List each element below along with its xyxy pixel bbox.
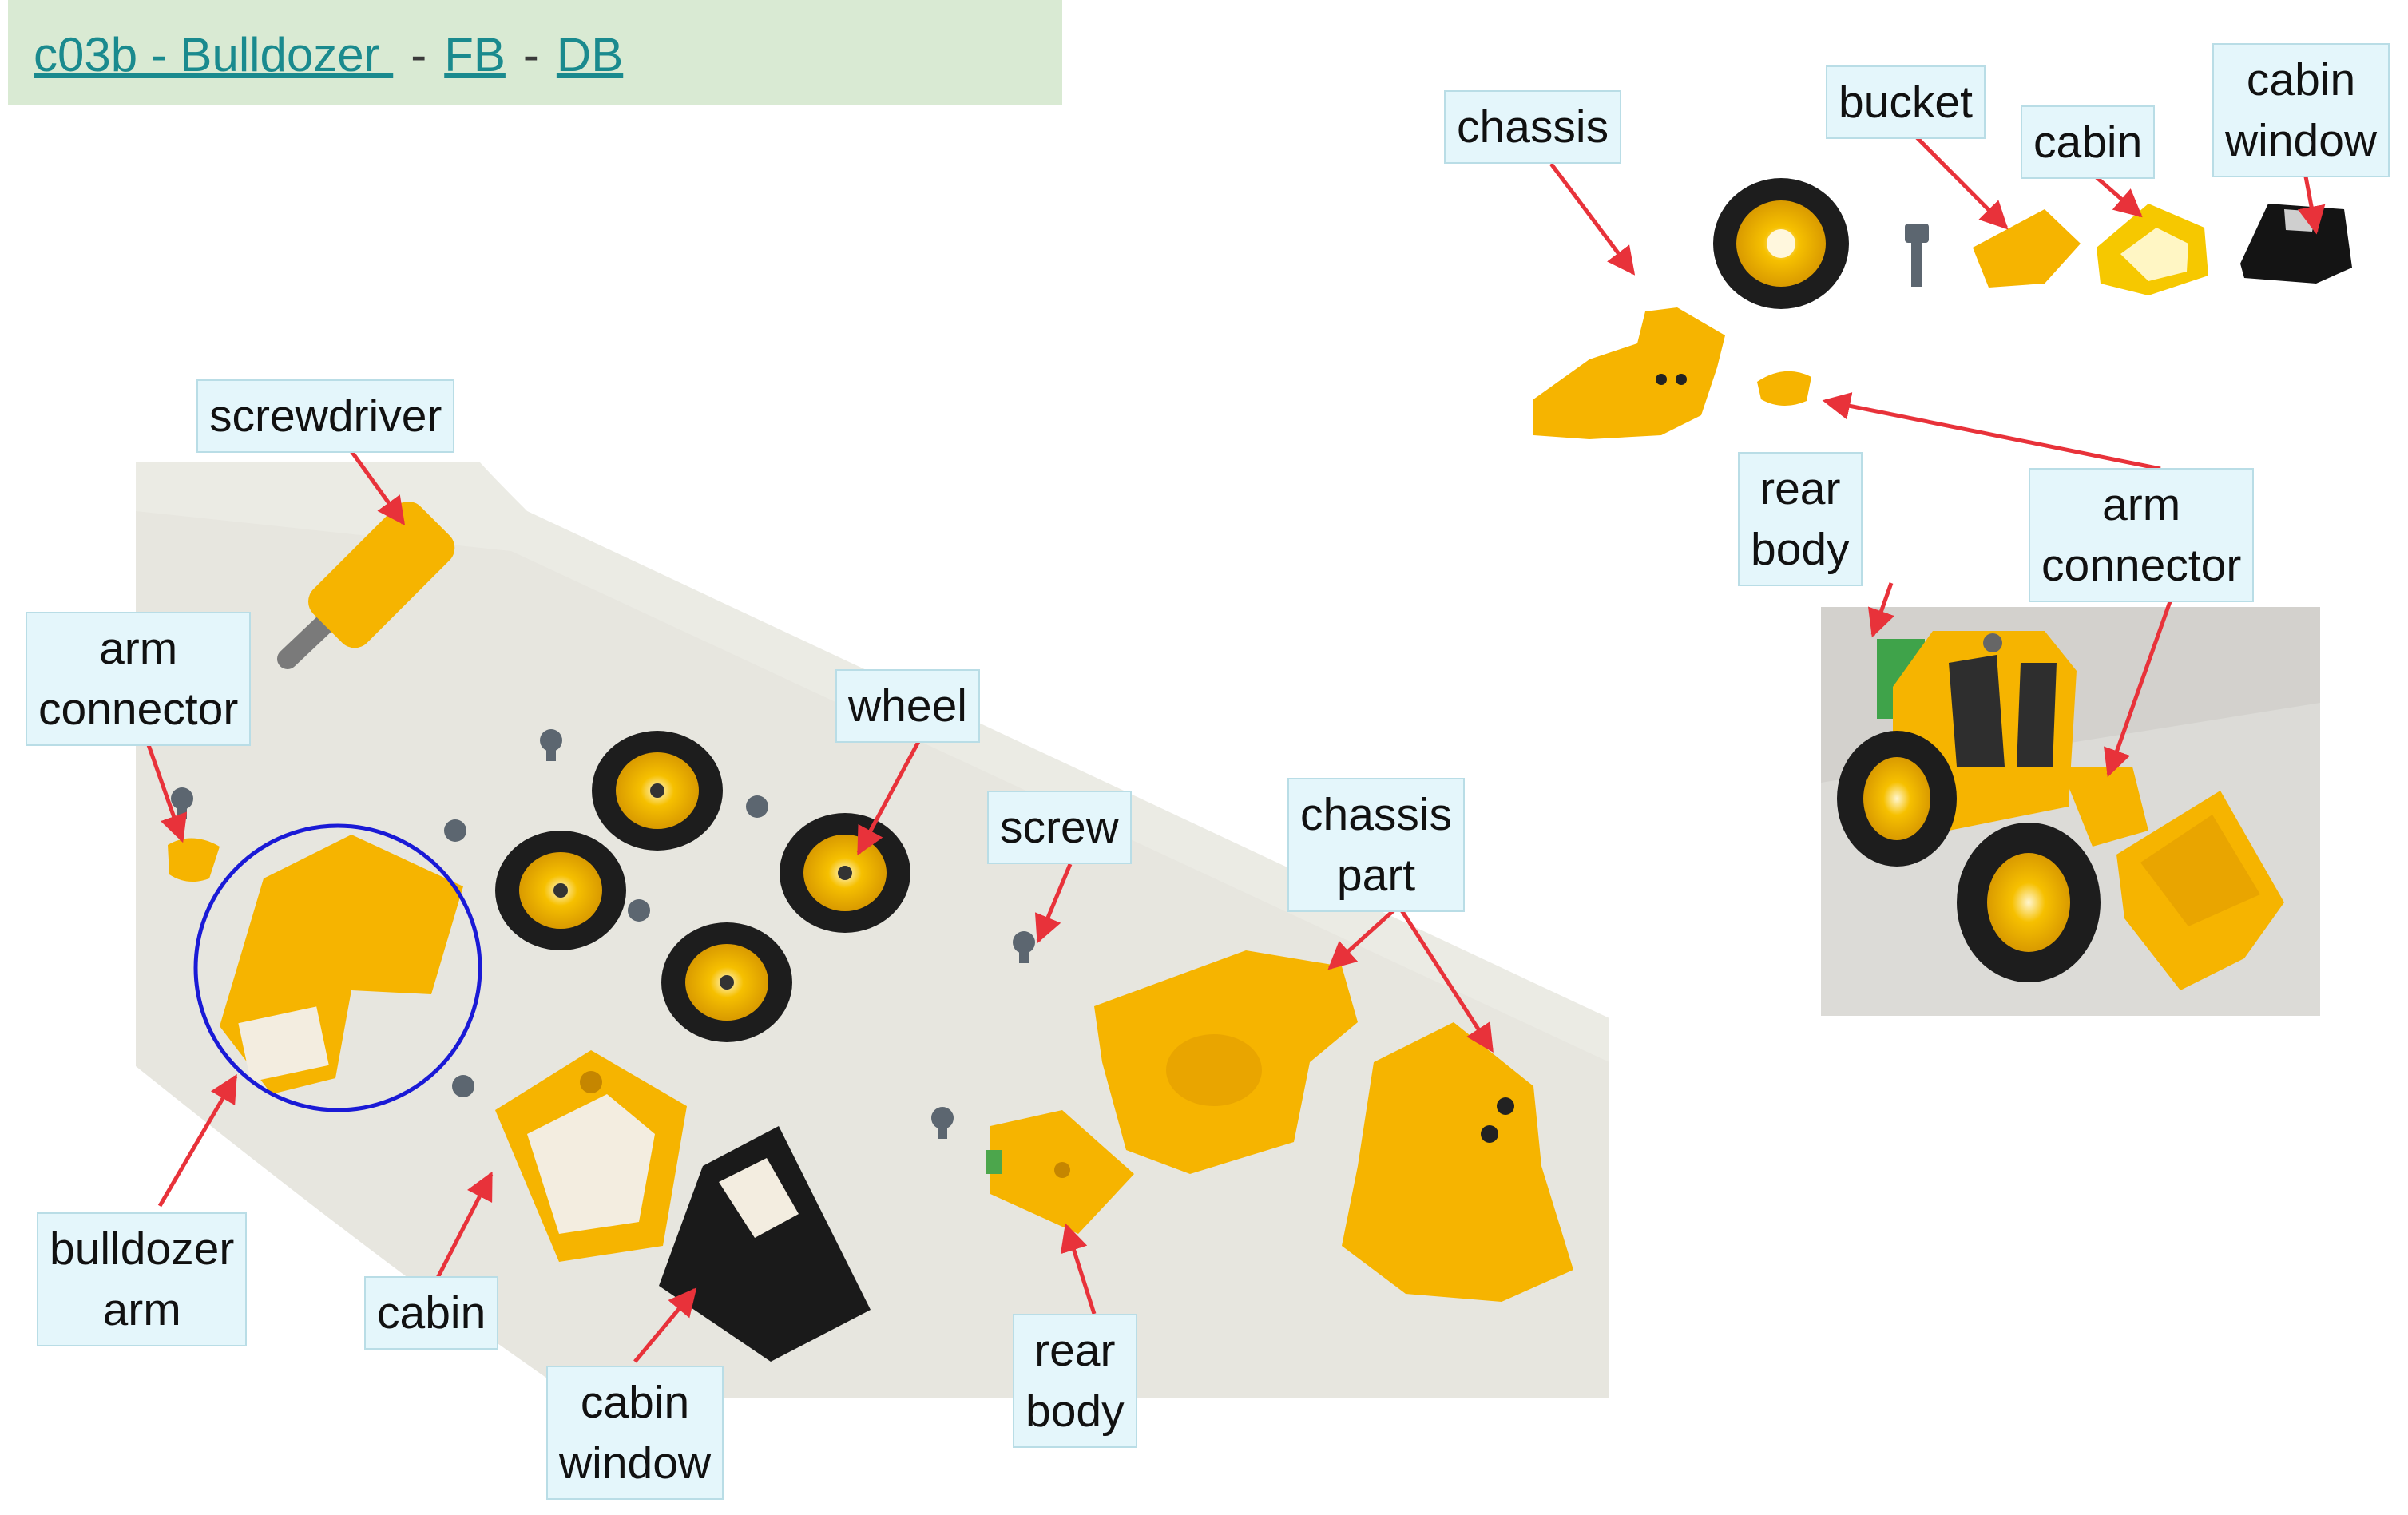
annotation-arrows <box>145 128 2326 1363</box>
label-arm-connector-top: arm connector <box>2029 468 2255 602</box>
label-wheel: wheel <box>835 669 980 743</box>
label-cabin-window-top: cabin window <box>2212 43 2390 177</box>
db-link[interactable]: DB <box>556 28 624 81</box>
mat-background <box>136 462 1609 1398</box>
screwdriver-part <box>277 501 455 669</box>
cabin-part <box>495 1050 687 1262</box>
label-chassis: chassis <box>1444 90 1622 164</box>
label-cabin-top: cabin <box>2021 105 2156 179</box>
screws <box>171 729 1035 1139</box>
label-bulldozer-arm: bulldozer arm <box>37 1212 248 1346</box>
bucket-part-top <box>1973 209 2081 288</box>
fb-link[interactable]: FB <box>444 28 506 81</box>
cabin-window-part <box>659 1126 871 1362</box>
rear-body-part <box>986 1110 1134 1234</box>
label-cabin: cabin <box>364 1276 499 1350</box>
label-cabin-window: cabin window <box>546 1366 724 1500</box>
arm-connector-part-top <box>1757 371 1811 407</box>
label-arm-connector: arm connector <box>26 612 252 746</box>
bulldozer-arm-part <box>193 823 482 1112</box>
separator: - <box>411 28 427 81</box>
left-photo <box>136 462 1609 1398</box>
separator: - <box>522 28 539 81</box>
label-bucket: bucket <box>1826 65 1986 139</box>
wheel-part-top <box>1713 178 1849 309</box>
assembled-photo <box>1821 607 2320 1016</box>
title-link[interactable]: c03b - Bulldozer <box>34 28 394 81</box>
header-links: c03b - Bulldozer -FB-DB <box>34 27 623 82</box>
screw-part-top <box>1905 224 1929 287</box>
header-bar <box>8 0 1062 105</box>
highlight-circle <box>193 823 482 1112</box>
label-rear-body-top: rear body <box>1738 452 1863 586</box>
cabin-window-part-top <box>2240 204 2352 284</box>
label-chassis-part: chassis part <box>1287 778 1466 912</box>
label-screwdriver: screwdriver <box>196 379 455 453</box>
chassis-part-2 <box>1342 1022 1573 1302</box>
chassis-part-1 <box>1094 950 1358 1174</box>
top-right-parts <box>1533 178 2352 439</box>
label-rear-body: rear body <box>1013 1314 1137 1448</box>
chassis-part-top <box>1533 307 1725 439</box>
arm-connector-part <box>168 838 220 882</box>
cabin-part-top <box>2097 204 2208 295</box>
label-screw: screw <box>987 791 1132 864</box>
